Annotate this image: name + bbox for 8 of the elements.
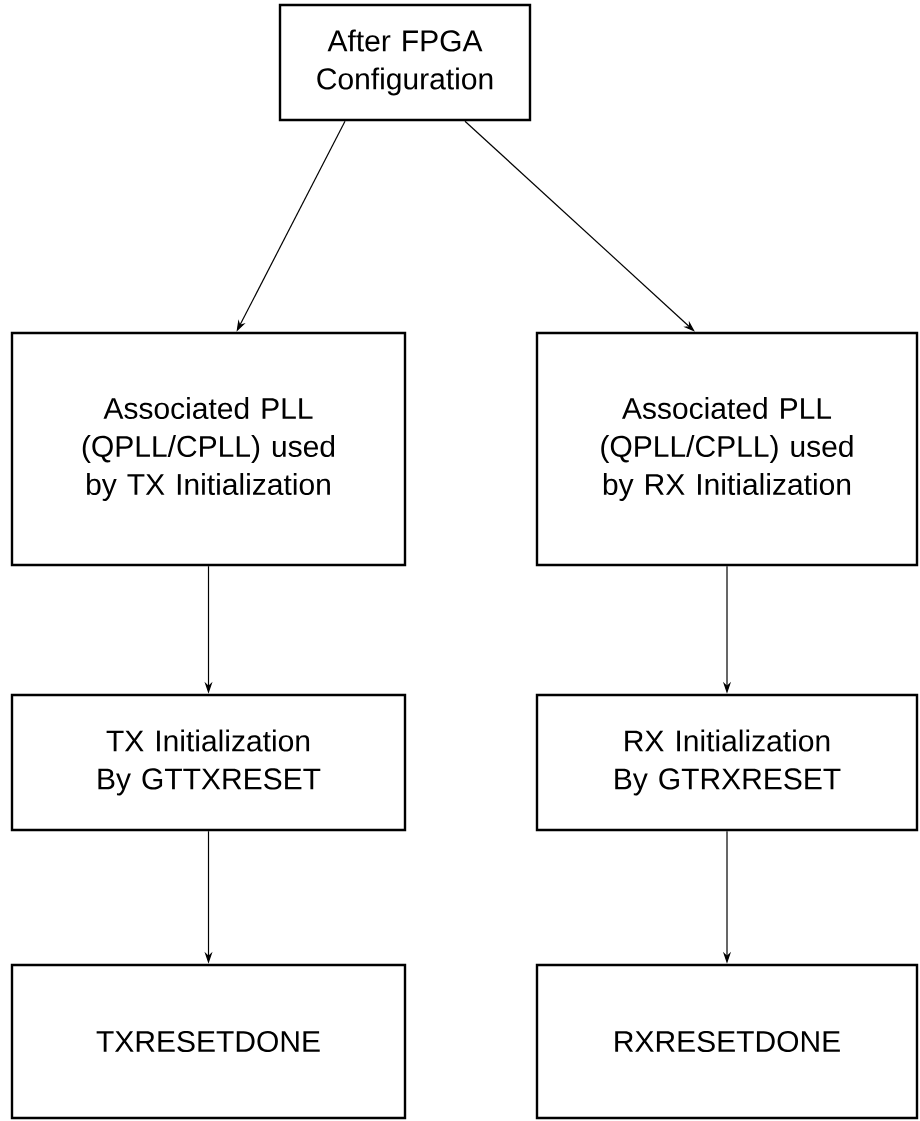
process-box: RX Initialization By GTRXRESET [535,693,919,832]
process-box: Associated PLL (QPLL/CPLL) used by RX Initialization [535,331,919,567]
process-box: RXRESETDONE [535,963,919,1120]
process-box: After FPGA Configuration [278,3,532,122]
arrow [464,120,695,332]
process-box: Associated PLL (QPLL/CPLL) used by TX Initialization [10,331,407,567]
process-box: TX Initialization By GTTXRESET [10,693,407,832]
process-box: TXRESETDONE [10,963,407,1120]
